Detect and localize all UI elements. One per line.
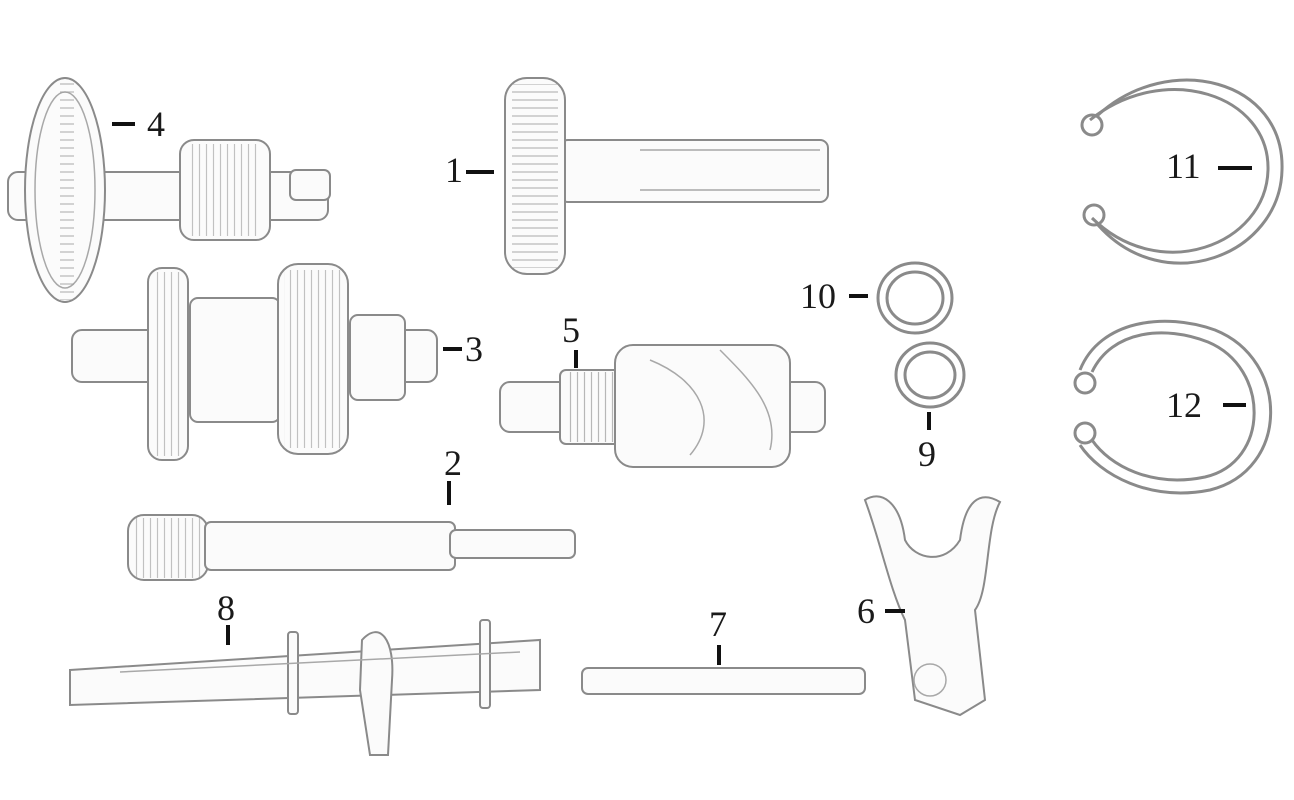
part-11-circlip <box>1080 78 1284 265</box>
callout-label-7: 7 <box>709 604 727 644</box>
part-2-output-shaft <box>127 514 576 581</box>
callout-label-5: 5 <box>562 310 580 350</box>
callout-label-4: 4 <box>147 104 165 144</box>
part-6-shift-fork <box>863 495 1002 717</box>
callout-label-10: 10 <box>800 276 836 316</box>
callout-label-6: 6 <box>857 591 875 631</box>
part-7-rod <box>581 667 866 695</box>
part-9-ring <box>894 341 966 409</box>
part-12-circlip <box>1073 319 1273 495</box>
callout-label-12: 12 <box>1166 385 1202 425</box>
callout-label-1: 1 <box>445 150 463 190</box>
callout-label-2: 2 <box>444 443 462 483</box>
part-5-shift-drum <box>499 344 826 468</box>
part-3-cluster-gear <box>71 263 438 461</box>
leader-lines <box>112 122 1252 665</box>
callout-label-11: 11 <box>1166 146 1201 186</box>
callout-label-3: 3 <box>465 329 483 369</box>
part-8-shift-shaft <box>69 619 541 756</box>
part-1-main-shaft <box>504 77 829 275</box>
callout-label-9: 9 <box>918 434 936 474</box>
callout-label-8: 8 <box>217 588 235 628</box>
part-4-countershaft <box>7 77 331 303</box>
part-10-ring <box>876 261 954 335</box>
